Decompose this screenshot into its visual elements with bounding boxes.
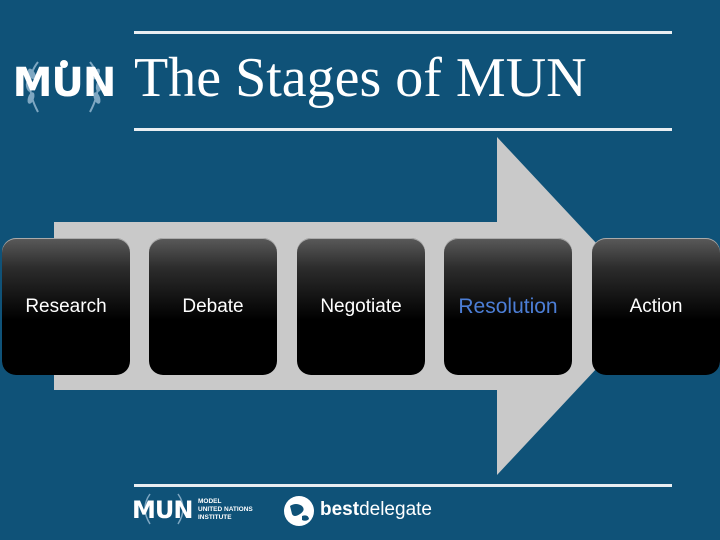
stage-label: Action <box>629 295 683 317</box>
title-bottom-rule <box>134 128 672 131</box>
stage-resolution: Resolution <box>444 238 572 375</box>
institute-line-3: INSTITUTE <box>198 514 232 521</box>
stage-label: Research <box>25 295 107 317</box>
footer-mun-text: MUN <box>132 496 193 524</box>
footer-mun-institute: MODEL UNITED NATIONS INSTITUTE <box>198 498 253 522</box>
bestdelegate-text: bestdelegate <box>320 499 432 521</box>
footer-bestdelegate-logo: bestdelegate <box>282 494 432 528</box>
mun-logo: MUN <box>8 52 120 122</box>
institute-line-1: MODEL <box>198 498 222 505</box>
globe-icon <box>284 496 314 526</box>
stage-label-highlighted: Resolution <box>458 294 558 318</box>
stage-action: Action <box>592 238 720 375</box>
title-top-rule <box>134 31 672 34</box>
mun-logo-text: MUN <box>12 60 117 106</box>
laurel-wreath-icon <box>25 60 103 113</box>
small-laurel-icon <box>144 493 184 525</box>
institute-line-2: UNITED NATIONS <box>198 506 253 513</box>
stage-label: Debate <box>182 295 244 317</box>
stage-negotiate: Negotiate <box>297 238 425 375</box>
bd-bold: best <box>320 499 360 520</box>
stage-research: Research <box>2 238 130 375</box>
page-title: The Stages of MUN <box>134 47 587 109</box>
stage-debate: Debate <box>149 238 277 375</box>
stage-label: Negotiate <box>320 295 402 317</box>
footer-rule <box>134 484 672 487</box>
bd-rest: delegate <box>359 499 432 520</box>
